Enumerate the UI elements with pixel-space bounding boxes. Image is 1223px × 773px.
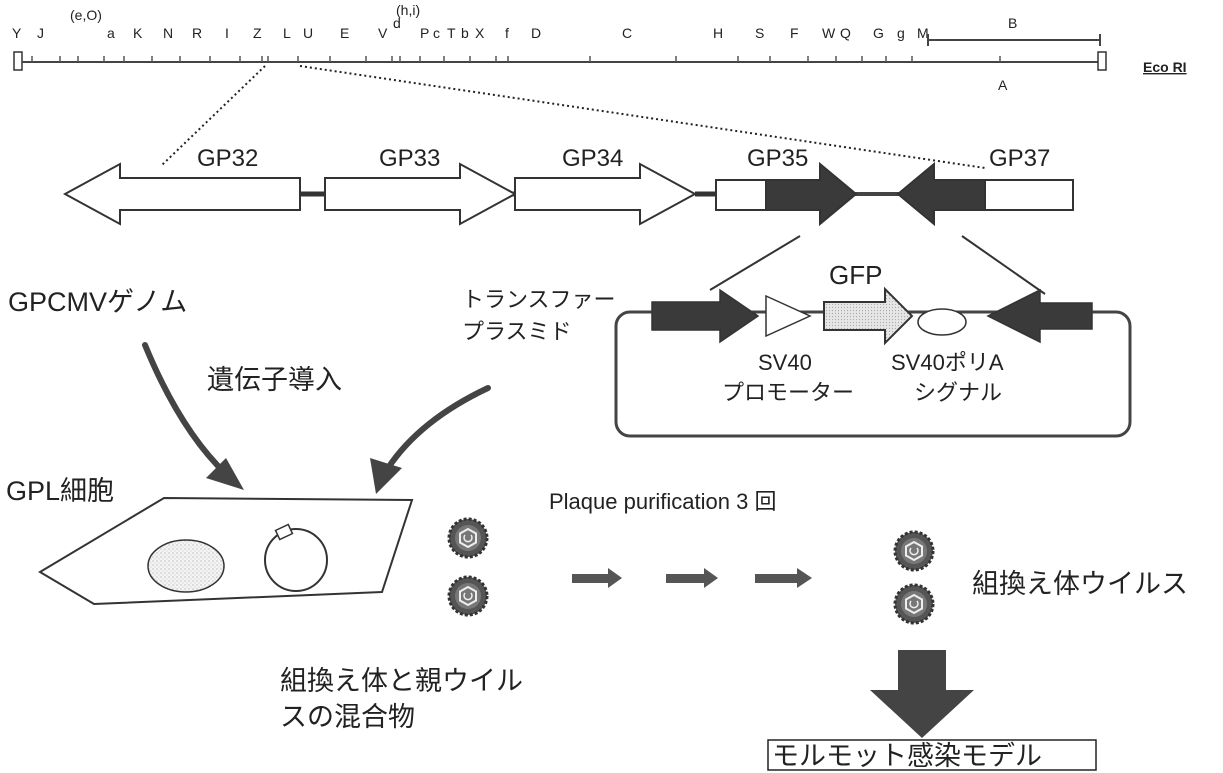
gene-gp32-label: GP32	[197, 145, 258, 172]
transfection-label: 遺伝子導入	[207, 365, 342, 395]
plasmid-zoom-line-right	[962, 236, 1045, 294]
purification-arrow-2	[666, 568, 718, 588]
gene-gp32: GP32	[65, 145, 300, 224]
fragment-u: U	[303, 25, 313, 41]
recombinant-label: 組換え体ウイルス	[972, 569, 1188, 599]
polya-label-line1: SV40ポリA	[891, 350, 1004, 375]
fragment-q: Q	[840, 25, 851, 41]
plasmid-zoom-line-left	[710, 236, 800, 290]
gene-gp37-label: GP37	[989, 145, 1050, 172]
fragment-g-upper: G	[873, 25, 884, 41]
fragment-z: Z	[253, 25, 262, 41]
fragment-n: N	[163, 25, 173, 41]
fragment-k: K	[133, 25, 143, 41]
gene-gp34: GP34	[515, 145, 695, 224]
fragment-h: H	[713, 25, 723, 41]
gene-gp33-label: GP33	[379, 145, 440, 172]
mixture-label-line1: 組換え体と親ウイル	[280, 666, 523, 696]
fragment-m: M	[917, 25, 929, 41]
cell-nucleus	[148, 540, 224, 592]
fragment-f: f	[505, 25, 509, 41]
gene-gp35: GP35	[716, 145, 856, 224]
enzyme-label: Eco RI	[1143, 59, 1187, 75]
infection-model-box: モルモット感染モデル	[768, 740, 1096, 771]
down-arrow	[870, 650, 974, 738]
line-b-label: B	[1008, 15, 1017, 31]
virion-recombinant	[449, 519, 487, 557]
fragment-v: V	[378, 25, 388, 41]
polya-label-line2: シグナル	[914, 380, 1002, 405]
sv40-promoter-triangle	[766, 296, 810, 336]
virion-recombinant-2	[895, 585, 933, 623]
fragment-hi: (h,i)	[396, 2, 420, 18]
transfer-plasmid: GFP SV40 プロモーター SV40ポリA シグナル	[616, 260, 1130, 436]
fragment-x: X	[475, 25, 485, 41]
cell-nucleus-transfected	[265, 529, 327, 591]
fragment-b: b	[461, 25, 469, 41]
fragment-p: P	[420, 25, 429, 41]
fragment-r: R	[192, 25, 202, 41]
fragment-l: L	[283, 25, 291, 41]
gfp-arrow	[824, 289, 912, 343]
fragment-i: I	[225, 25, 229, 41]
purification-arrows	[572, 568, 812, 588]
virion-recombinant-1	[895, 532, 933, 570]
gene-gp34-label: GP34	[562, 145, 623, 172]
genome-map-line: A Eco RI	[14, 52, 1187, 93]
transfer-plasmid-label-line1: トランスファー	[462, 287, 616, 312]
mixture-label-line2: スの混合物	[280, 702, 415, 732]
line-b: B	[928, 15, 1100, 46]
gfp-label: GFP	[829, 260, 882, 290]
infection-model-label: モルモット感染モデル	[772, 741, 1042, 771]
fragment-f-upper: F	[790, 25, 799, 41]
plasmid-to-cell-arrow	[370, 388, 488, 494]
gene-gp37: GP37	[898, 145, 1073, 224]
fragment-c: c	[433, 25, 440, 41]
fragment-g: g	[897, 25, 905, 41]
gpl-cell	[40, 498, 412, 604]
fragment-letter-row: Y J (e,O) a K N R I Z L U E V d (h,i) P …	[12, 2, 929, 41]
recombinant-virions	[895, 532, 933, 623]
line-a-label: A	[998, 77, 1008, 93]
promoter-label-line2: プロモーター	[722, 380, 854, 405]
polya-ellipse	[918, 309, 966, 335]
fragment-c-upper: C	[622, 25, 632, 41]
fragment-y: Y	[12, 25, 22, 41]
fragment-t: T	[447, 25, 456, 41]
gene-region: GP32 GP33 GP34 GP35 GP37	[65, 145, 1073, 224]
purification-arrow-3	[755, 568, 812, 588]
virus-mixture	[449, 519, 487, 615]
fragment-j: J	[37, 25, 44, 41]
promoter-label-line1: SV40	[758, 350, 812, 375]
cell-label: GPL細胞	[6, 476, 114, 506]
ecori-restriction-map: Y J (e,O) a K N R I Z L U E V d (h,i) P …	[12, 2, 1187, 168]
purification-arrow-1	[572, 568, 622, 588]
virion-parent	[449, 577, 487, 615]
genome-label: GPCMVゲノム	[8, 287, 187, 317]
fragment-a: a	[107, 25, 115, 41]
gene-gp33: GP33	[325, 145, 515, 224]
fragment-d-upper: D	[531, 25, 541, 41]
fragment-s: S	[755, 25, 764, 41]
purification-label: Plaque purification 3 回	[549, 489, 776, 514]
transfer-plasmid-label-line2: プラスミド	[462, 319, 572, 344]
fragment-e: E	[340, 25, 349, 41]
gene-gp35-label: GP35	[747, 145, 808, 172]
fragment-w: W	[822, 25, 836, 41]
fragment-eo: (e,O)	[70, 7, 102, 23]
